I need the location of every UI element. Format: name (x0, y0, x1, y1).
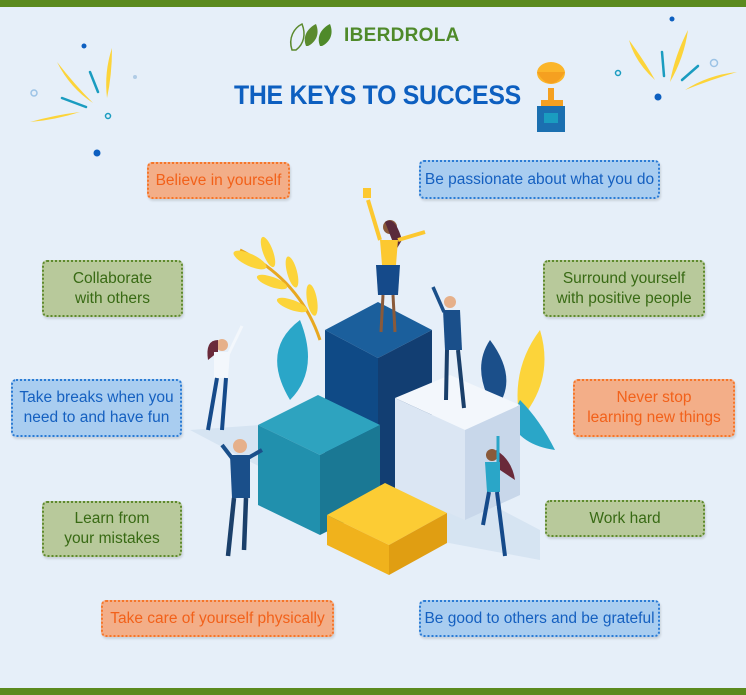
key-never-stop-learning: Never stop learning new things (573, 379, 735, 437)
plant-teal-left-icon (277, 320, 308, 400)
person-man-pointing-icon (431, 286, 466, 409)
person-winner-icon (363, 188, 426, 333)
podium-yellow-block (327, 483, 447, 575)
page-title: THE KEYS TO SUCCESS (234, 80, 521, 110)
person-man-worried-icon (220, 439, 263, 557)
person-woman-left-icon (206, 325, 244, 431)
key-work-hard: Work hard (545, 500, 705, 537)
bottom-bar (0, 688, 746, 695)
brand-name: IBERDROLA (344, 25, 460, 46)
key-learn-from-mistakes: Learn from your mistakes (42, 501, 182, 557)
fireworks-left-icon (30, 43, 137, 157)
key-take-breaks: Take breaks when you need to and have fu… (11, 379, 182, 437)
plant-teal-right-icon (510, 400, 555, 450)
plant-yellow-icon (233, 236, 322, 341)
leaves-icon (290, 22, 332, 51)
key-believe-in-yourself: Believe in yourself (147, 162, 290, 199)
key-surround-yourself: Surround yourself with positive people (543, 260, 705, 317)
key-be-passionate: Be passionate about what you do (419, 160, 660, 199)
iberdrola-logo: IBERDROLA (288, 20, 460, 52)
fireworks-right-icon (614, 16, 737, 101)
key-be-good-to-others: Be good to others and be grateful (419, 600, 660, 637)
plant-yellow-right-icon (517, 330, 545, 420)
key-collaborate: Collaborate with others (42, 260, 183, 317)
key-take-care-physically: Take care of yourself physically (101, 600, 334, 637)
trophy-icon (537, 62, 565, 132)
person-woman-right-icon (481, 436, 515, 557)
top-bar (0, 0, 746, 7)
